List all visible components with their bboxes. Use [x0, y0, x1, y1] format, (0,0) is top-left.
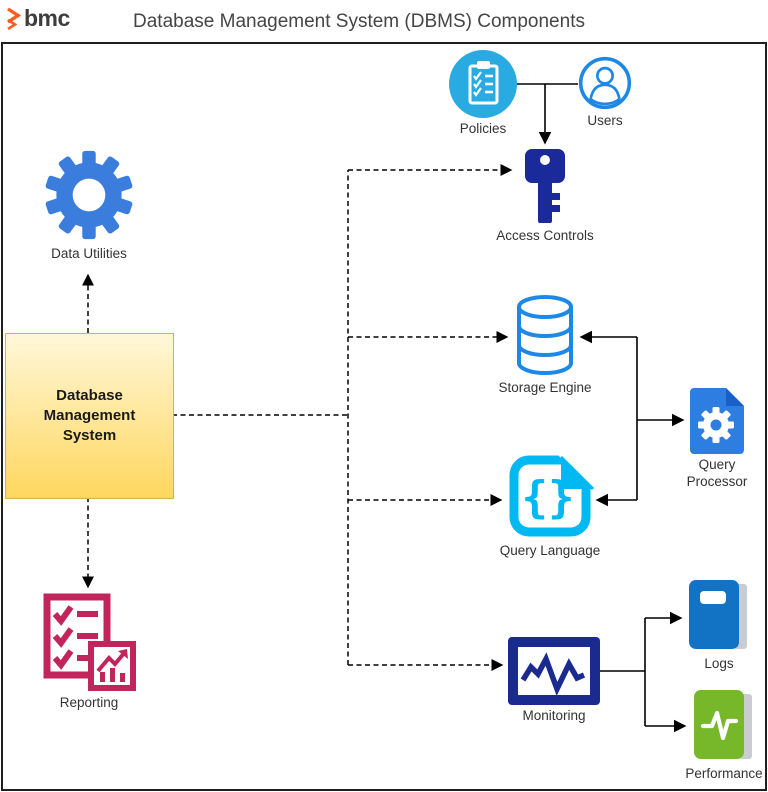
- node-monitoring: Monitoring: [508, 637, 600, 723]
- database-cylinder-icon: [517, 295, 573, 375]
- monitor-waveform-icon: [508, 637, 600, 705]
- braces-document-icon: {}: [509, 453, 594, 537]
- key-icon: [525, 149, 565, 223]
- log-book-icon: [689, 580, 747, 649]
- diagram-title: Database Management System (DBMS) Compon…: [133, 11, 585, 32]
- node-reporting: Reporting: [33, 592, 145, 710]
- node-policies: Policies: [447, 50, 519, 136]
- bmc-logo-text: bmc: [24, 5, 70, 31]
- node-logs: Logs: [682, 579, 756, 671]
- node-users: Users: [575, 56, 635, 128]
- node-access-controls: Access Controls: [490, 147, 600, 243]
- node-label: Policies: [459, 121, 507, 136]
- node-label: Reporting: [59, 695, 119, 710]
- node-query-processor: Query Processor: [672, 388, 762, 491]
- dbms-box-label: Database Management System: [43, 386, 136, 445]
- user-icon: [578, 56, 632, 110]
- node-label: Users: [587, 113, 623, 128]
- node-label: Query Processor: [686, 457, 748, 489]
- node-data-utilities: Data Utilities: [33, 147, 145, 261]
- node-label: Monitoring: [522, 708, 586, 723]
- node-label: Storage Engine: [498, 380, 592, 395]
- node-storage-engine: Storage Engine: [495, 293, 595, 395]
- node-label: Access Controls: [496, 228, 594, 243]
- node-label: Data Utilities: [51, 246, 127, 261]
- bmc-logo-icon: [7, 7, 21, 30]
- app-header: bmc: [6, 5, 70, 32]
- performance-book-icon: [694, 690, 752, 759]
- node-label: Logs: [704, 656, 734, 671]
- svg-text:{}: {}: [522, 472, 575, 523]
- gear-icon: [45, 150, 133, 240]
- node-label: Query Language: [499, 543, 601, 558]
- node-performance: Performance: [678, 689, 768, 781]
- node-query-language: {} Query Language: [495, 452, 605, 558]
- gear-document-icon: [690, 388, 744, 454]
- report-checklist-icon: [43, 593, 136, 691]
- policies-clipboard-icon: [449, 50, 517, 118]
- node-dbms: Database Management System: [5, 333, 174, 499]
- node-label: Performance: [685, 766, 763, 781]
